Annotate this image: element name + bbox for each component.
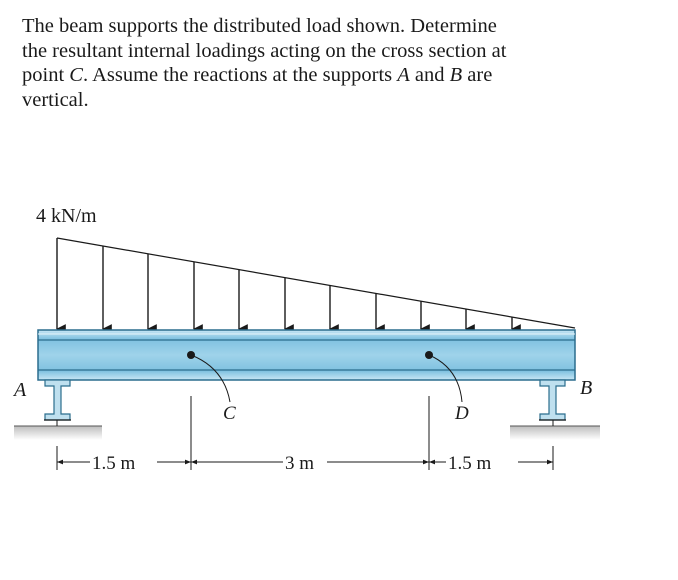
load-arrows	[56, 238, 521, 334]
beam	[37, 329, 576, 381]
dim-cd-label: 3 m	[285, 453, 314, 474]
dim-ac-label: 1.5 m	[92, 453, 136, 474]
support-b-label: B	[580, 377, 592, 399]
dimension-lines	[56, 396, 554, 470]
problem-line-2: the resultant internal loadings acting o…	[22, 39, 507, 62]
load-envelope-line	[56, 237, 576, 329]
problem-line-1: The beam supports the distributed load s…	[22, 15, 497, 37]
support-a	[14, 379, 102, 440]
point-c-label: C	[223, 403, 236, 424]
point-d-marker	[425, 351, 463, 403]
support-a-label: A	[12, 379, 27, 401]
load-intensity-label: 4 kN/m	[36, 205, 97, 227]
problem-line-4: vertical.	[22, 88, 89, 111]
problem-line-3: point C. Assume the reactions at the sup…	[22, 64, 493, 86]
problem-statement: The beam supports the distributed load s…	[22, 14, 662, 112]
point-c-marker	[187, 351, 231, 403]
dim-db-label: 1.5 m	[448, 453, 492, 474]
point-d-label: D	[454, 403, 469, 424]
support-b	[510, 379, 600, 440]
distributed-load	[56, 237, 576, 334]
